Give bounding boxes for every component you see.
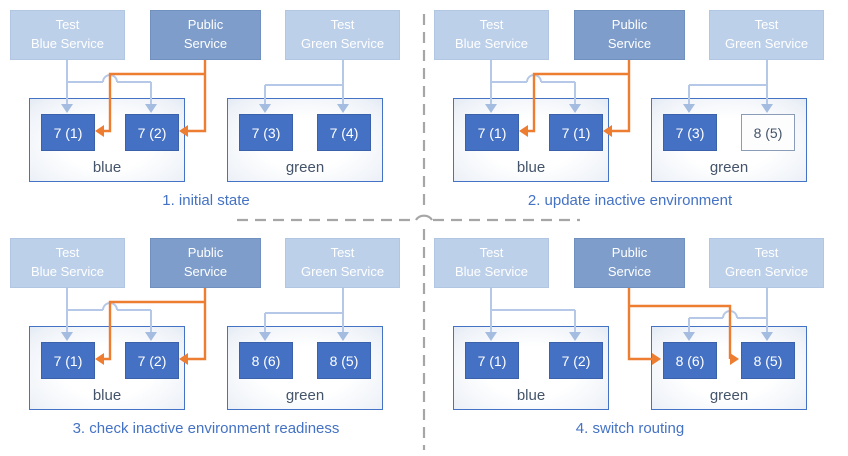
test-blue-service-box: Test Blue Service <box>434 238 549 288</box>
public-service-box: Public Service <box>574 238 685 288</box>
pod-green-1: 7 (3) <box>239 114 293 151</box>
green-environment-box: 8 (6) 8 (5) green <box>651 326 807 410</box>
test-blue-service-box: Test Blue Service <box>10 238 125 288</box>
pod-green-1: 7 (3) <box>663 114 717 151</box>
test-green-service-box: Test Green Service <box>709 238 824 288</box>
panel-caption: 4. switch routing <box>575 420 685 437</box>
panel-update-inactive: Test Blue Service Public Service Test Gr… <box>424 0 848 228</box>
green-environment-box: 7 (3) 8 (5) green <box>651 98 807 182</box>
blue-environment-box: 7 (1) 7 (1) blue <box>453 98 609 182</box>
line-hop <box>526 74 542 83</box>
environment-label: blue <box>92 159 122 176</box>
test-blue-service-label: Test Blue Service <box>31 245 104 279</box>
test-green-service-label: Test Green Service <box>724 245 809 279</box>
public-service-box: Public Service <box>574 10 685 60</box>
green-environment-box: 7 (3) 7 (4) green <box>227 98 383 182</box>
test-green-service-label: Test Green Service <box>724 17 809 51</box>
test-green-service-box: Test Green Service <box>285 238 400 288</box>
panel-initial-state: Test Blue Service Public Service Test Gr… <box>0 0 424 228</box>
panel-switch-routing: Test Blue Service Public Service Test Gr… <box>424 228 848 456</box>
pod-green-2: 8 (5) <box>741 342 795 379</box>
panel-caption: 3. check inactive environment readiness <box>72 420 340 437</box>
blue-environment-box: 7 (1) 7 (2) blue <box>453 326 609 410</box>
environment-label: green <box>285 159 325 176</box>
blue-environment-box: 7 (1) 7 (2) blue <box>29 98 185 182</box>
public-service-box: Public Service <box>150 238 261 288</box>
pod-blue-1: 7 (1) <box>41 114 95 151</box>
test-green-service-label: Test Green Service <box>300 245 385 279</box>
panel-caption: 1. initial state <box>162 192 250 209</box>
pod-blue-2: 7 (2) <box>125 342 179 379</box>
public-service-label: Public Service <box>607 245 652 279</box>
pod-green-1: 8 (6) <box>239 342 293 379</box>
pod-blue-1: 7 (1) <box>41 342 95 379</box>
public-service-label: Public Service <box>183 17 228 51</box>
test-blue-service-box: Test Blue Service <box>434 10 549 60</box>
pod-green-1: 8 (6) <box>663 342 717 379</box>
environment-label: blue <box>516 387 546 404</box>
environment-label: green <box>285 387 325 404</box>
line-hop <box>102 74 118 83</box>
pod-green-2-new-version: 8 (5) <box>741 114 795 151</box>
test-blue-service-box: Test Blue Service <box>10 10 125 60</box>
green-environment-box: 8 (6) 8 (5) green <box>227 326 383 410</box>
pod-blue-2: 7 (2) <box>125 114 179 151</box>
public-service-label: Public Service <box>607 17 652 51</box>
pod-blue-1: 7 (1) <box>465 114 519 151</box>
blue-environment-box: 7 (1) 7 (2) blue <box>29 326 185 410</box>
test-green-service-label: Test Green Service <box>300 17 385 51</box>
environment-label: blue <box>516 159 546 176</box>
environment-label: green <box>709 387 749 404</box>
environment-label: blue <box>92 387 122 404</box>
panel-caption: 2. update inactive environment <box>527 192 733 209</box>
public-service-box: Public Service <box>150 10 261 60</box>
line-hop <box>102 302 118 311</box>
test-blue-service-label: Test Blue Service <box>455 245 528 279</box>
line-hop <box>722 310 738 319</box>
test-blue-service-label: Test Blue Service <box>455 17 528 51</box>
test-green-service-box: Test Green Service <box>709 10 824 60</box>
panel-check-readiness: Test Blue Service Public Service Test Gr… <box>0 228 424 456</box>
pod-blue-2: 7 (2) <box>549 342 603 379</box>
pod-green-2: 8 (5) <box>317 342 371 379</box>
pod-green-2: 7 (4) <box>317 114 371 151</box>
environment-label: green <box>709 159 749 176</box>
test-green-service-box: Test Green Service <box>285 10 400 60</box>
public-service-label: Public Service <box>183 245 228 279</box>
pod-blue-1: 7 (1) <box>465 342 519 379</box>
test-blue-service-label: Test Blue Service <box>31 17 104 51</box>
pod-blue-2: 7 (1) <box>549 114 603 151</box>
